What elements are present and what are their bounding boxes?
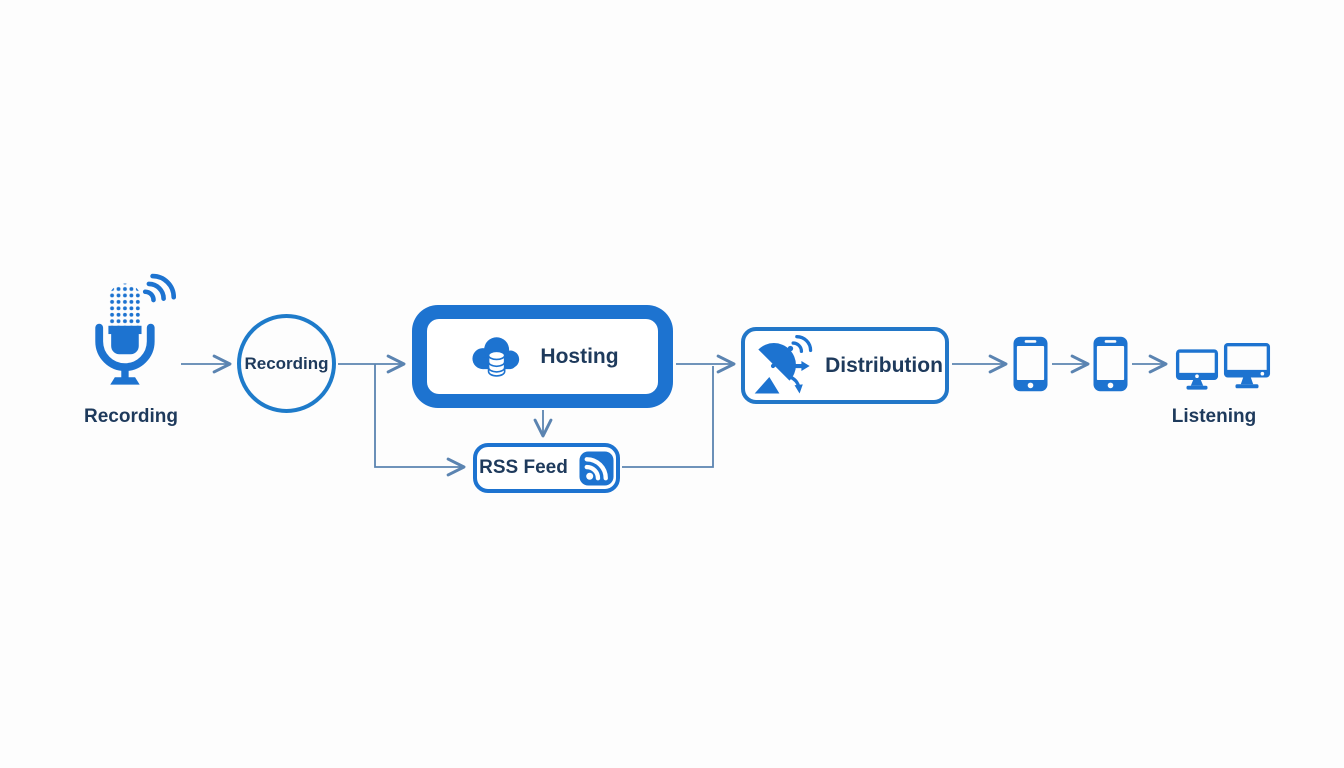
monitor-icon (1223, 343, 1271, 389)
satellite-dish-icon (754, 334, 813, 393)
smartphone-icon (1093, 336, 1128, 392)
microphone-icon (95, 273, 177, 385)
hosting-label: Hosting (540, 344, 619, 368)
distribution-label: Distribution (825, 353, 943, 377)
hosting-node-inner: Hosting (427, 319, 658, 394)
recording-step-node: Recording (237, 314, 336, 413)
listening-label: Listening (1171, 406, 1257, 427)
smartphone-icon (1013, 336, 1048, 392)
monitor-icon (1175, 349, 1219, 390)
recording-source-label: Recording (84, 406, 178, 427)
sound-waves-icon (142, 273, 177, 303)
rss-icon (579, 450, 614, 486)
hosting-node: Hosting (412, 305, 673, 408)
cloud-server-icon (472, 336, 520, 377)
rss-feed-label: RSS Feed (479, 457, 568, 478)
rss-feed-node: RSS Feed (473, 443, 620, 493)
recording-step-label: Recording (244, 353, 329, 373)
listening-devices (1175, 342, 1275, 392)
distribution-node: Distribution (741, 327, 949, 404)
